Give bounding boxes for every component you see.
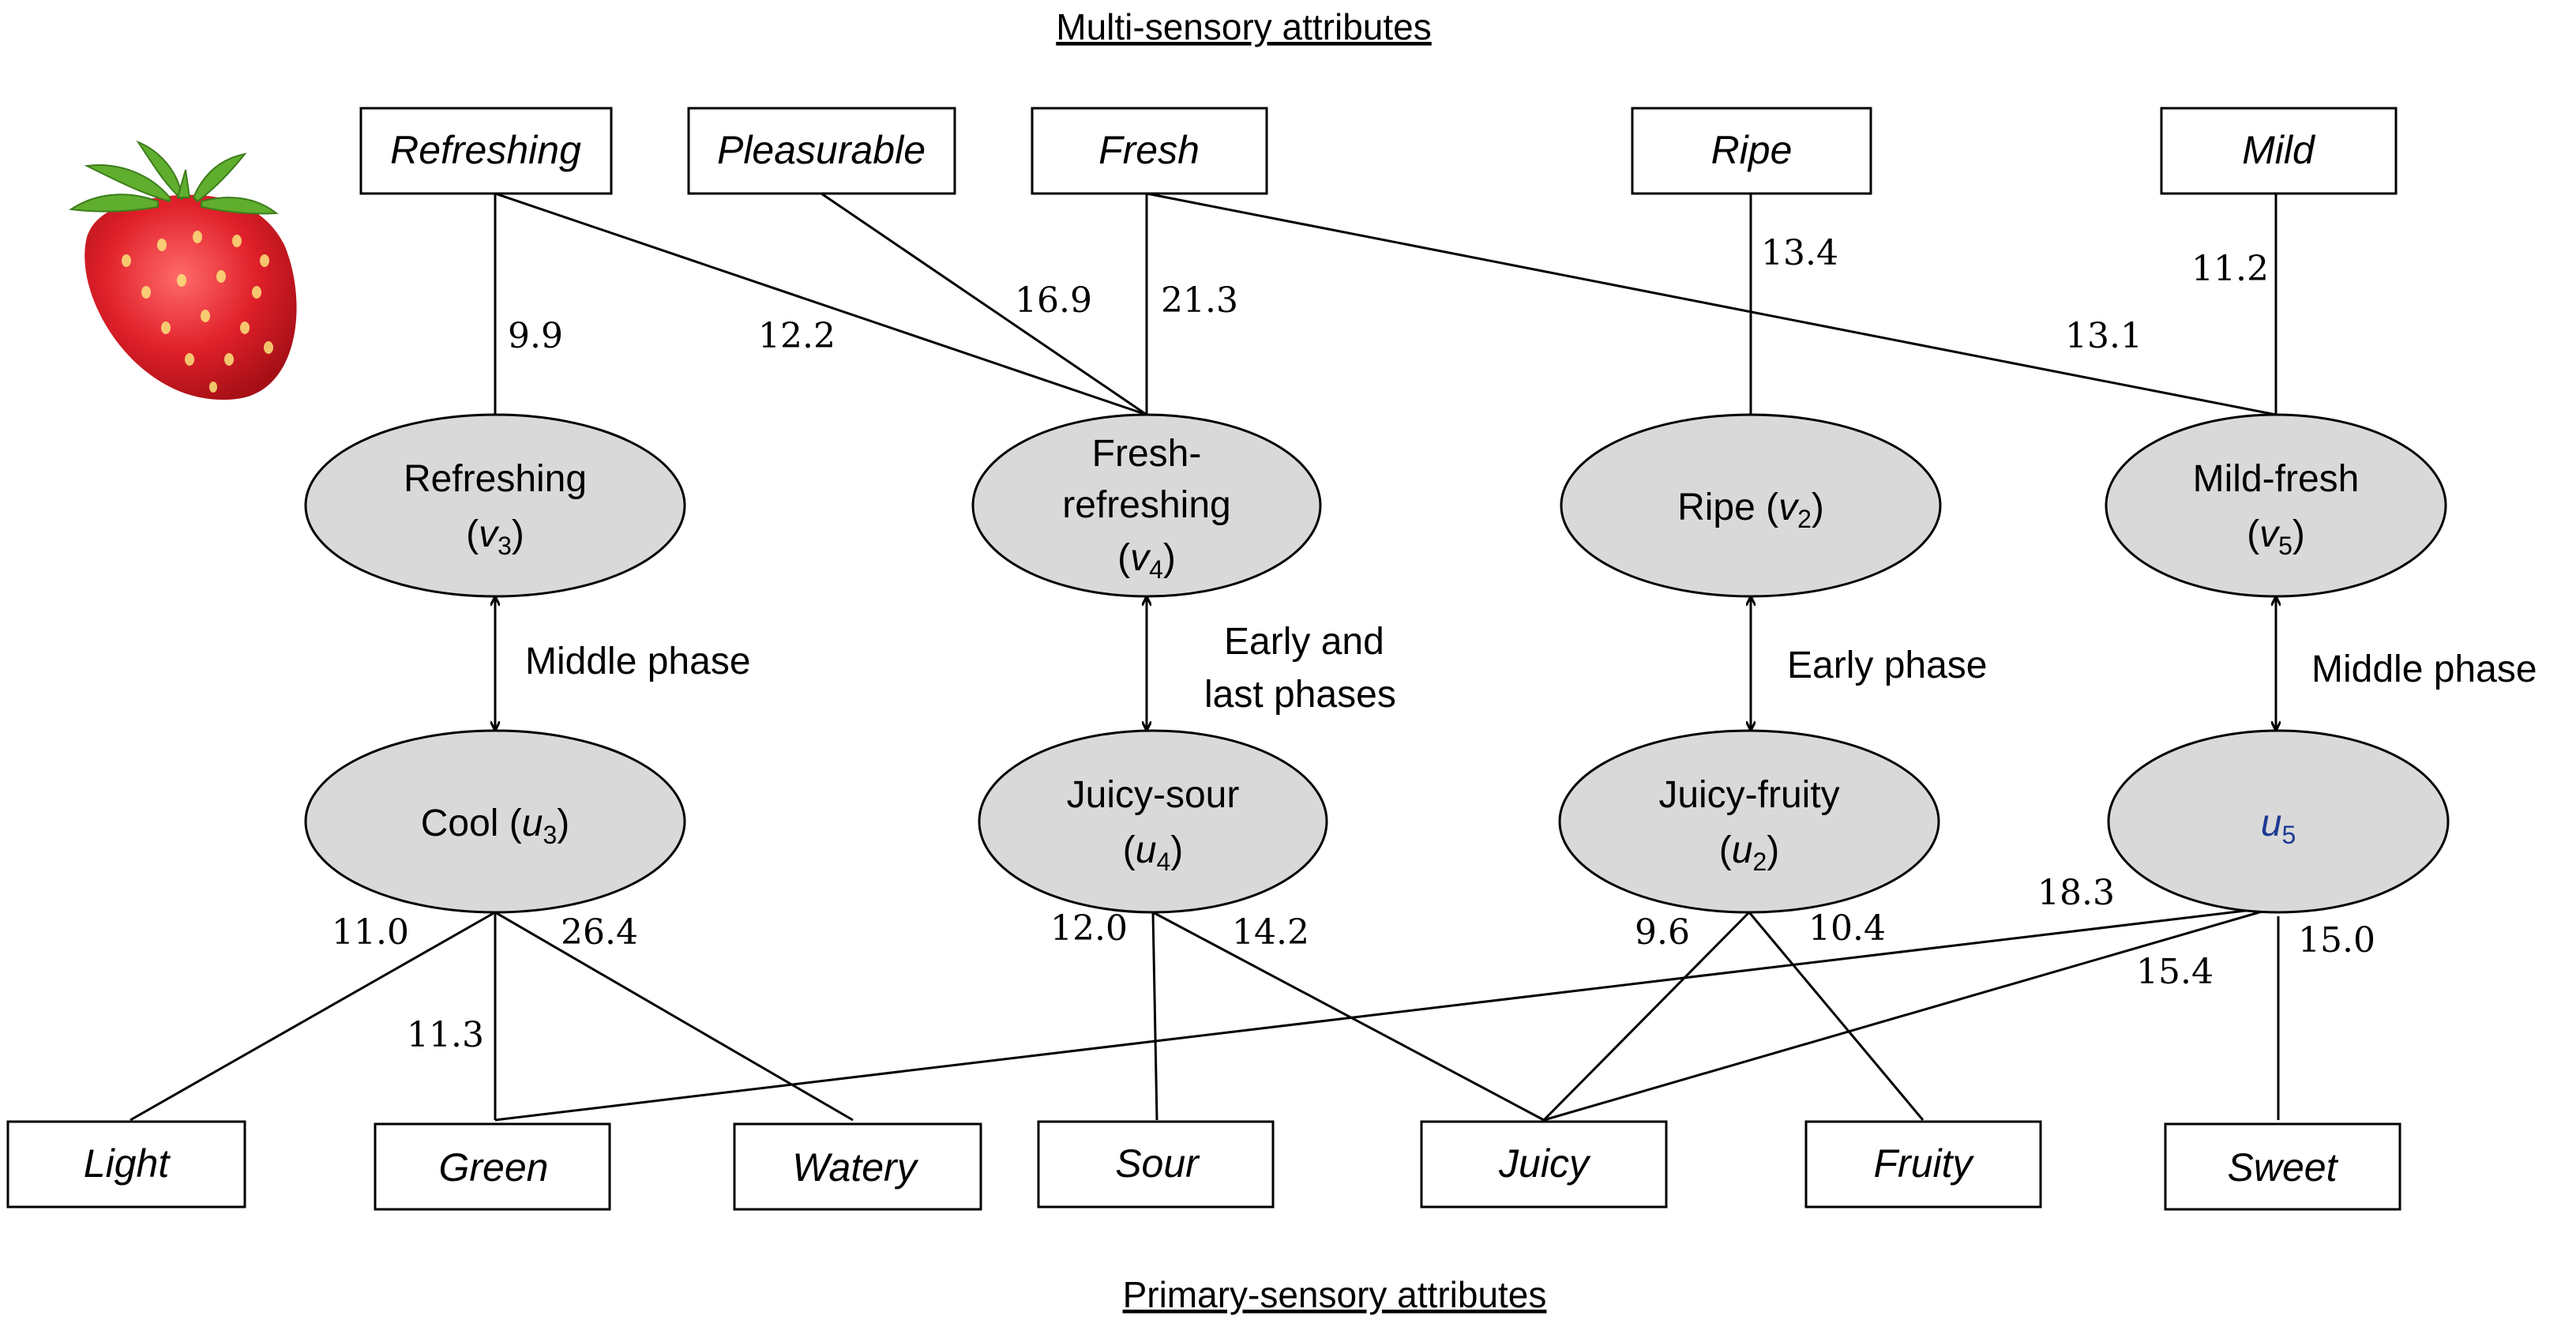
box-mild-label: Mild [2242,128,2316,172]
node-v2: Ripe (v2) [1560,413,1942,598]
link-refreshing-v4 [494,192,1147,416]
box-light-label: Light [84,1141,171,1186]
node-v4-symbol: (v4) [1117,537,1176,584]
node-v4-label-line1: refreshing [1062,484,1230,526]
bottom-links [130,905,2280,1122]
weight-u3-watery: 26.4 [561,912,638,953]
box-watery: Watery [733,1122,982,1211]
weight-pleasurable-v4: 16.9 [1015,280,1092,321]
phase-label-v4-u4-line1: Early and [1224,621,1384,663]
node-v3-label: Refreshing [404,458,587,500]
phase-label-v3-u3: Middle phase [525,641,751,682]
box-fruity-label: Fruity [1874,1141,1975,1186]
v-nodes: Refreshing (v3) Fresh- refreshing (v4) R… [304,413,2447,598]
box-green: Green [374,1122,611,1211]
node-u2-label: Juicy-fruity [1658,774,1839,816]
node-v5-symbol: (v5) [2247,513,2305,560]
box-fresh-label: Fresh [1098,128,1200,172]
node-u2-symbol: (u2) [1719,829,1779,876]
box-refreshing-label: Refreshing [390,128,581,172]
node-u2: Juicy-fruity (u2) [1558,729,1940,914]
link-u2-fruity [1748,912,1924,1121]
phase-label-v2-u2: Early phase [1787,645,1987,686]
box-pleasurable-label: Pleasurable [717,128,926,172]
top-links [494,192,2277,416]
link-u5-juicy [1543,905,2279,1122]
box-juicy-label: Juicy [1498,1141,1591,1186]
weight-u5-green: 18.3 [2037,873,2115,913]
weight-fresh-v5: 13.1 [2065,316,2142,356]
node-v4-label-line0: Fresh- [1092,433,1202,475]
weight-u4-sour: 12.0 [1050,908,1128,949]
box-refreshing: Refreshing [359,107,613,195]
node-v2-label: Ripe (v2) [1677,487,1824,533]
weight-mild-v5: 11.2 [2191,249,2269,289]
box-sour-label: Sour [1115,1141,1200,1186]
box-juicy: Juicy [1420,1120,1668,1209]
phase-arrows [495,598,2276,729]
box-fresh: Fresh [1031,107,1268,195]
weight-u4-juicy: 14.2 [1232,912,1309,953]
node-v5: Mild-fresh (v5) [2105,413,2447,598]
multi-attribute-boxes: Refreshing Pleasurable Fresh Ripe Mild [359,107,2398,195]
top-weights: 9.9 12.2 16.9 21.3 13.4 11.2 13.1 [508,233,2269,356]
weight-ripe-v2: 13.4 [1761,233,1838,273]
box-sweet-label: Sweet [2228,1145,2339,1190]
link-u4-sour [1151,912,1158,1121]
weight-fresh-v4: 21.3 [1161,280,1238,321]
node-u5: u5 [2107,729,2450,914]
box-sour: Sour [1037,1120,1275,1209]
node-u4: Juicy-sour (u4) [978,729,1328,914]
link-pleasurable-v4 [820,192,1147,416]
bottom-section-title: Primary-sensory attributes [1123,1274,1547,1315]
weight-u3-green: 11.3 [407,1015,484,1055]
weight-refreshing-v4: 12.2 [758,316,836,356]
link-u5-green [494,905,2279,1122]
box-green-label: Green [439,1145,549,1190]
node-v3-symbol: (v3) [466,513,524,560]
link-fresh-v5 [1146,192,2277,416]
box-light: Light [6,1120,246,1209]
phase-labels: Middle phase Early and last phases Early… [525,621,2537,716]
weight-u2-fruity: 10.4 [1808,908,1886,949]
box-pleasurable: Pleasurable [687,107,956,195]
top-section-title: Multi-sensory attributes [1056,6,1432,47]
node-v3: Refreshing (v3) [304,413,686,598]
node-u3: Cool (u3) [304,729,686,914]
weight-u5-juicy: 15.4 [2136,952,2214,992]
box-fruity: Fruity [1804,1120,2042,1209]
node-u5-symbol: u5 [2261,803,2296,849]
link-u2-juicy [1542,911,1751,1122]
link-u3-watery [494,911,854,1122]
node-v5-label: Mild-fresh [2193,458,2360,500]
node-v4: Fresh- refreshing (v4) [971,413,1322,598]
primary-attribute-boxes: Light Green Watery Sour Juicy Fruity Swe… [6,1120,2401,1211]
strawberry-icon [69,140,297,400]
u-nodes: Cool (u3) Juicy-sour (u4) Juicy-fruity (… [304,729,2450,914]
node-u4-symbol: (u4) [1123,829,1183,876]
link-u4-juicy [1152,911,1545,1122]
phase-label-v4-u4-line2: last phases [1204,674,1396,716]
weight-u2-juicy: 9.6 [1635,912,1690,953]
bottom-weights: 11.0 11.3 26.4 12.0 14.2 9.6 10.4 18.3 1… [332,873,2375,1055]
node-u4-label: Juicy-sour [1067,774,1240,816]
weight-u3-light: 11.0 [332,912,409,953]
weight-refreshing-v3: 9.9 [508,316,563,356]
link-u3-light [130,911,496,1122]
box-mild: Mild [2160,107,2398,195]
phase-label-v5-u5: Middle phase [2311,648,2537,690]
weight-u5-sweet: 15.0 [2298,920,2375,960]
box-ripe: Ripe [1631,107,1872,195]
box-sweet: Sweet [2164,1122,2401,1211]
box-watery-label: Watery [792,1145,918,1190]
box-ripe-label: Ripe [1711,128,1793,172]
